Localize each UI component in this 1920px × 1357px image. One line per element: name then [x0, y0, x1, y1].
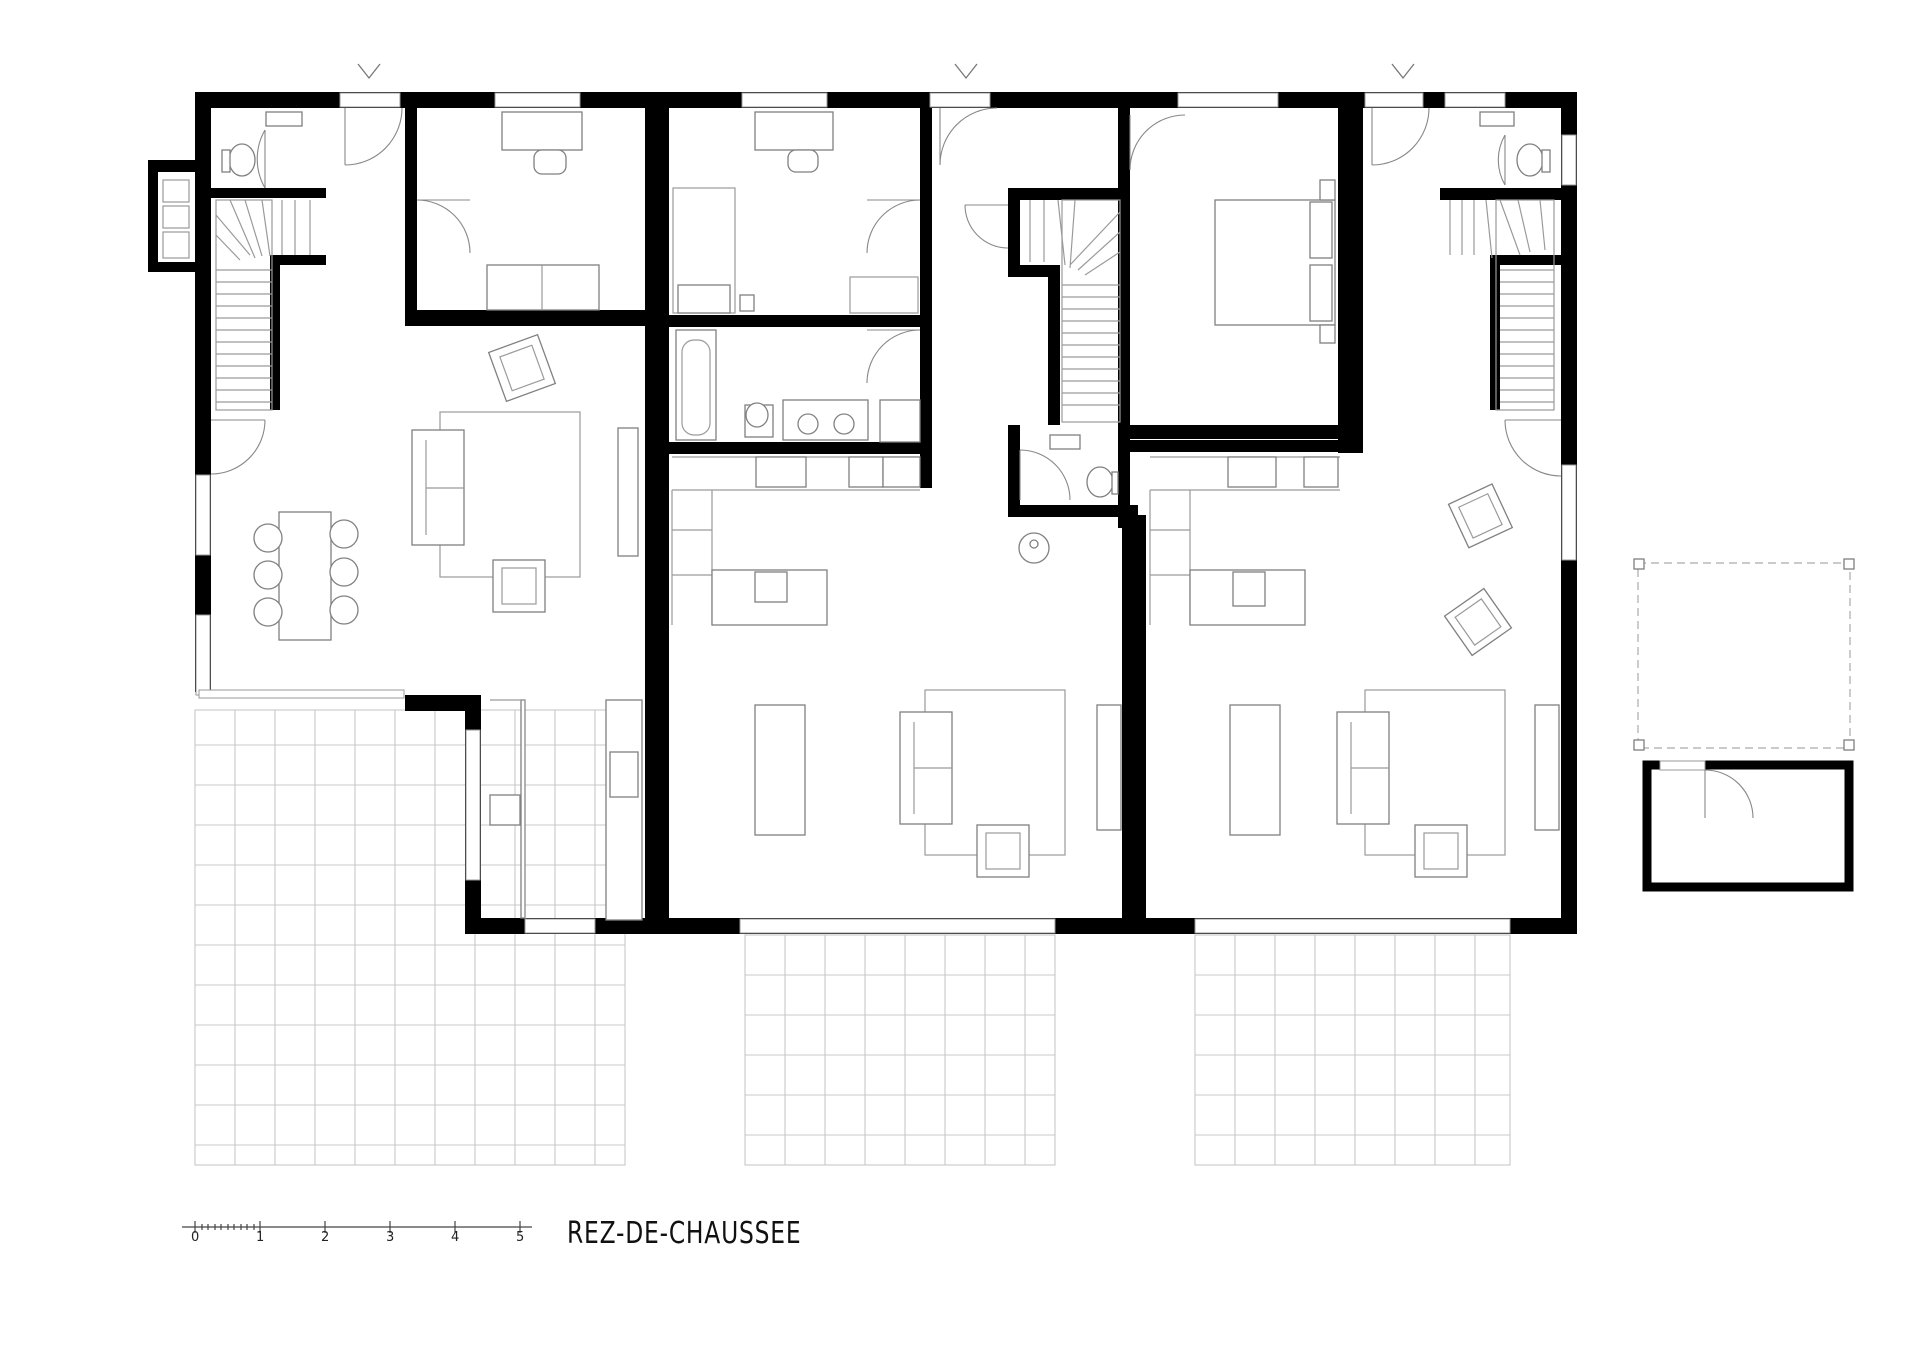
windows	[195, 92, 1577, 934]
scale-label-0: 0	[191, 1230, 200, 1245]
scale-label-2: 2	[321, 1230, 330, 1245]
scale-label-4: 4	[451, 1230, 460, 1245]
unit2-furniture	[671, 111, 1122, 878]
doors	[210, 107, 1562, 501]
stair-unit2	[1029, 199, 1121, 423]
wc-unit1	[221, 111, 303, 177]
unit1-furniture	[253, 111, 643, 921]
terrace-right	[1194, 934, 1511, 1166]
terrace-middle	[744, 934, 1056, 1166]
wc-unit2	[1049, 434, 1119, 498]
stair-unit1	[215, 199, 311, 411]
entry-markers	[357, 63, 1415, 80]
terrace-left	[194, 709, 626, 1166]
scale-label-1: 1	[256, 1230, 265, 1245]
stair-unit3	[1449, 199, 1555, 411]
unit3-furniture	[1149, 456, 1560, 878]
bedroom	[1214, 179, 1336, 344]
pergola	[1633, 558, 1855, 751]
garden-shed	[1642, 760, 1854, 892]
bathroom-unit2	[675, 329, 921, 443]
scale-label-3: 3	[386, 1230, 395, 1245]
wc-unit3	[1479, 111, 1551, 177]
drawing-title: REZ-DE-CHAUSSEE	[567, 1216, 802, 1251]
scale-bar	[182, 1221, 532, 1233]
side-box	[162, 179, 190, 259]
scale-label-5: 5	[516, 1230, 525, 1245]
